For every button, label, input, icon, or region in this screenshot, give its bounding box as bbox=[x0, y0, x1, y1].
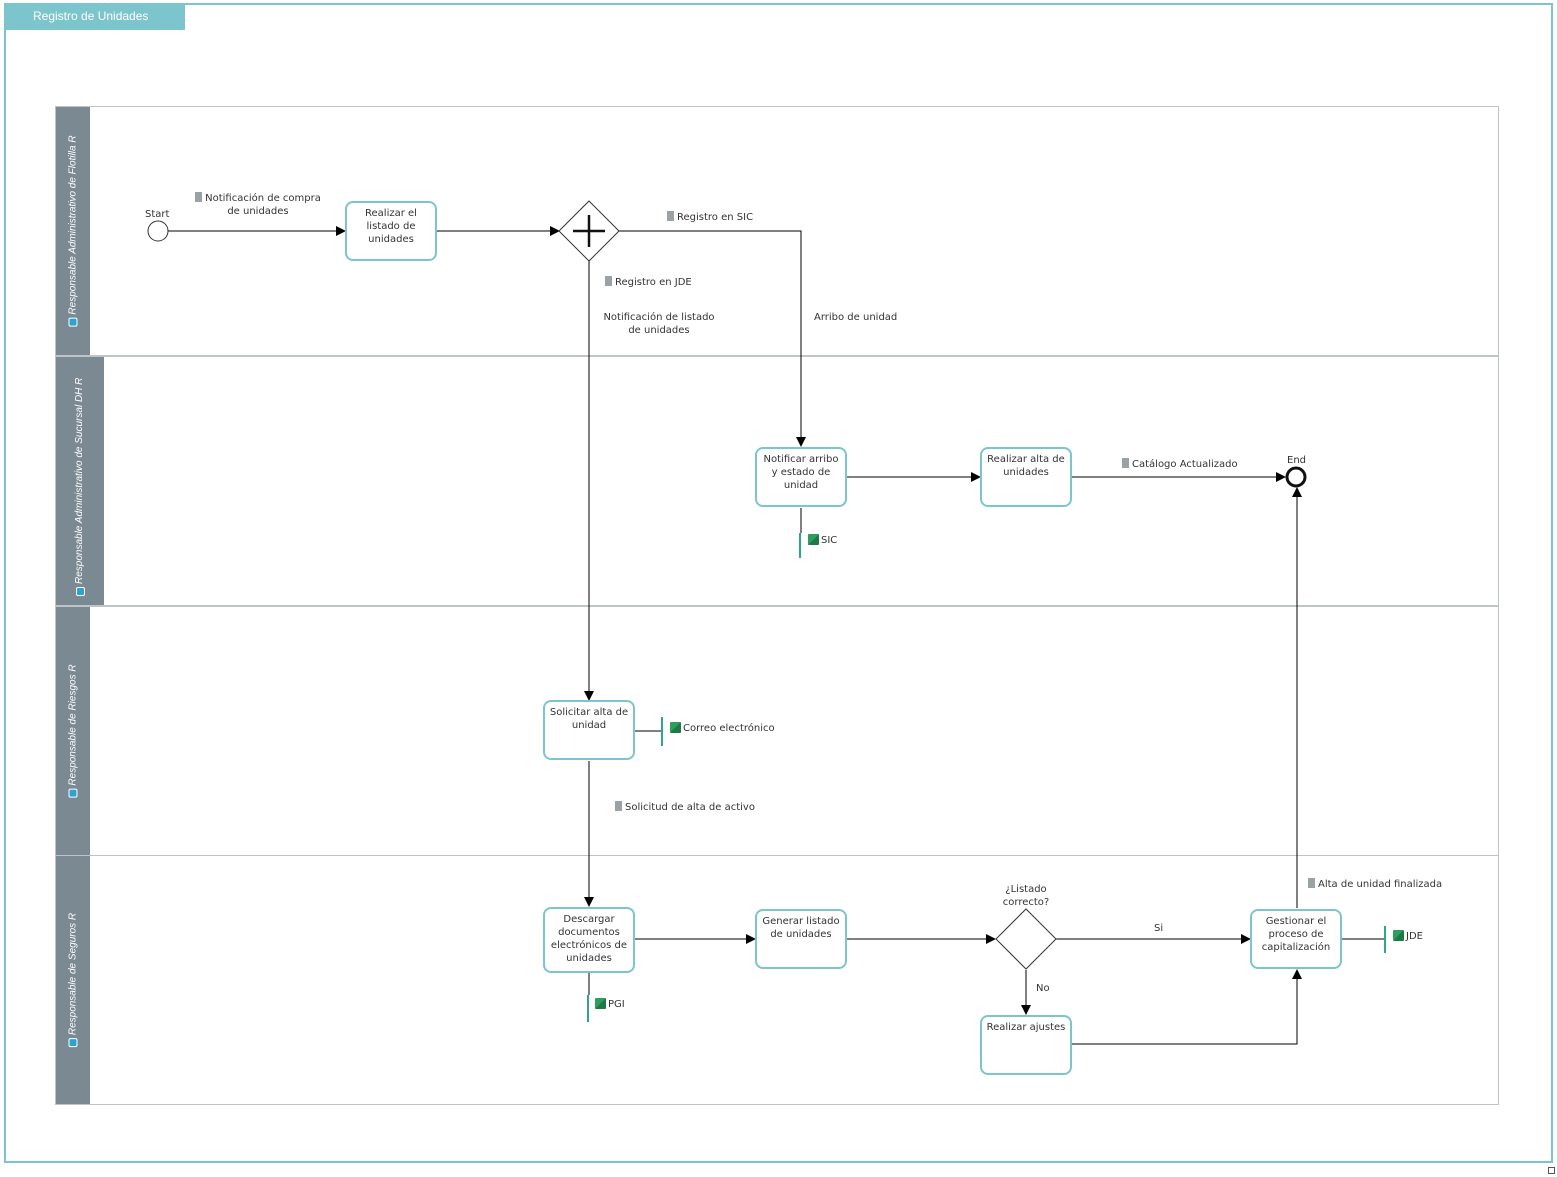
flow-label-notificacion-listado: Notificación de listado de unidades bbox=[603, 312, 715, 336]
flow-label-si: Si bbox=[1154, 923, 1164, 934]
document-icon bbox=[1122, 458, 1129, 468]
doc-solicitud-alta: Solicitud de alta de activo bbox=[615, 801, 755, 814]
system-correo: Correo electrónico bbox=[670, 722, 775, 735]
system-bar-pgi bbox=[587, 995, 589, 1022]
system-pgi: PGI bbox=[595, 998, 625, 1011]
task-notificar-arribo[interactable]: Notificar arribo y estado de unidad bbox=[755, 447, 847, 507]
system-bar-sic bbox=[799, 533, 801, 558]
lane-flotilla: Responsable Administrativo de Flotilla R bbox=[55, 106, 1499, 356]
task-realizar-alta[interactable]: Realizar alta de unidades bbox=[980, 447, 1072, 507]
task-generar-listado[interactable]: Generar listado de unidades bbox=[755, 909, 847, 969]
system-bar-jde bbox=[1384, 926, 1386, 953]
parallel-gateway[interactable] bbox=[558, 200, 620, 262]
gateway-label: ¿Listado correcto? bbox=[1002, 884, 1050, 908]
task-gestionar-proceso[interactable]: Gestionar el proceso de capitalización bbox=[1250, 909, 1342, 969]
lane-header-flotilla: Responsable Administrativo de Flotilla R bbox=[56, 107, 90, 355]
task-realizar-ajustes[interactable]: Realizar ajustes bbox=[980, 1015, 1072, 1075]
start-event[interactable] bbox=[147, 220, 169, 242]
document-icon bbox=[605, 276, 612, 286]
task-solicitar-alta[interactable]: Solicitar alta de unidad bbox=[543, 700, 635, 760]
lane-header-sucursal: Responsable Administrativo de Sucursal D… bbox=[56, 357, 104, 605]
system-bar-correo bbox=[661, 717, 663, 746]
lane-header-seguros: Responsable de Seguros R bbox=[56, 856, 90, 1104]
end-label: End bbox=[1287, 455, 1307, 466]
exclusive-gateway[interactable] bbox=[995, 908, 1057, 970]
document-icon bbox=[615, 801, 622, 811]
doc-catalogo-actualizado: Catálogo Actualizado bbox=[1122, 458, 1238, 471]
lane-seguros: Responsable de Seguros R bbox=[55, 855, 1499, 1105]
end-event[interactable] bbox=[1285, 466, 1307, 488]
system-jde: JDE bbox=[1393, 930, 1423, 943]
doc-alta-finalizada: Alta de unidad finalizada bbox=[1308, 878, 1442, 891]
system-icon bbox=[1393, 930, 1404, 941]
system-icon bbox=[808, 534, 819, 545]
flow-label-no: No bbox=[1036, 983, 1050, 994]
doc-registro-jde: Registro en JDE bbox=[605, 276, 692, 289]
document-icon bbox=[667, 211, 674, 221]
task-realizar-listado[interactable]: Realizar el listado de unidades bbox=[345, 201, 437, 261]
start-label: Start bbox=[145, 209, 170, 220]
diagram-frame bbox=[4, 3, 1553, 1163]
system-sic: SIC bbox=[808, 534, 837, 547]
document-icon bbox=[195, 192, 203, 202]
flow-gateway-to-notificar bbox=[619, 230, 806, 447]
flow-label-arribo: Arribo de unidad bbox=[814, 312, 898, 323]
doc-registro-sic: Registro en SIC bbox=[667, 211, 753, 224]
task-descargar-documentos[interactable]: Descargar documentos electrónicos de uni… bbox=[543, 907, 635, 973]
lane-sucursal: Responsable Administrativo de Sucursal D… bbox=[55, 356, 1499, 606]
doc-notificacion-compra: Notificación de compra de unidades bbox=[192, 192, 324, 218]
lane-header-riesgos: Responsable de Riesgos R bbox=[56, 607, 90, 855]
diagram-title: Registro de Unidades bbox=[4, 3, 185, 30]
system-icon bbox=[670, 722, 681, 733]
flow-ajustes-to-gestionar bbox=[1071, 969, 1302, 1045]
system-icon bbox=[595, 998, 606, 1009]
document-icon bbox=[1308, 878, 1315, 888]
resize-handle-icon[interactable] bbox=[1548, 1167, 1555, 1174]
